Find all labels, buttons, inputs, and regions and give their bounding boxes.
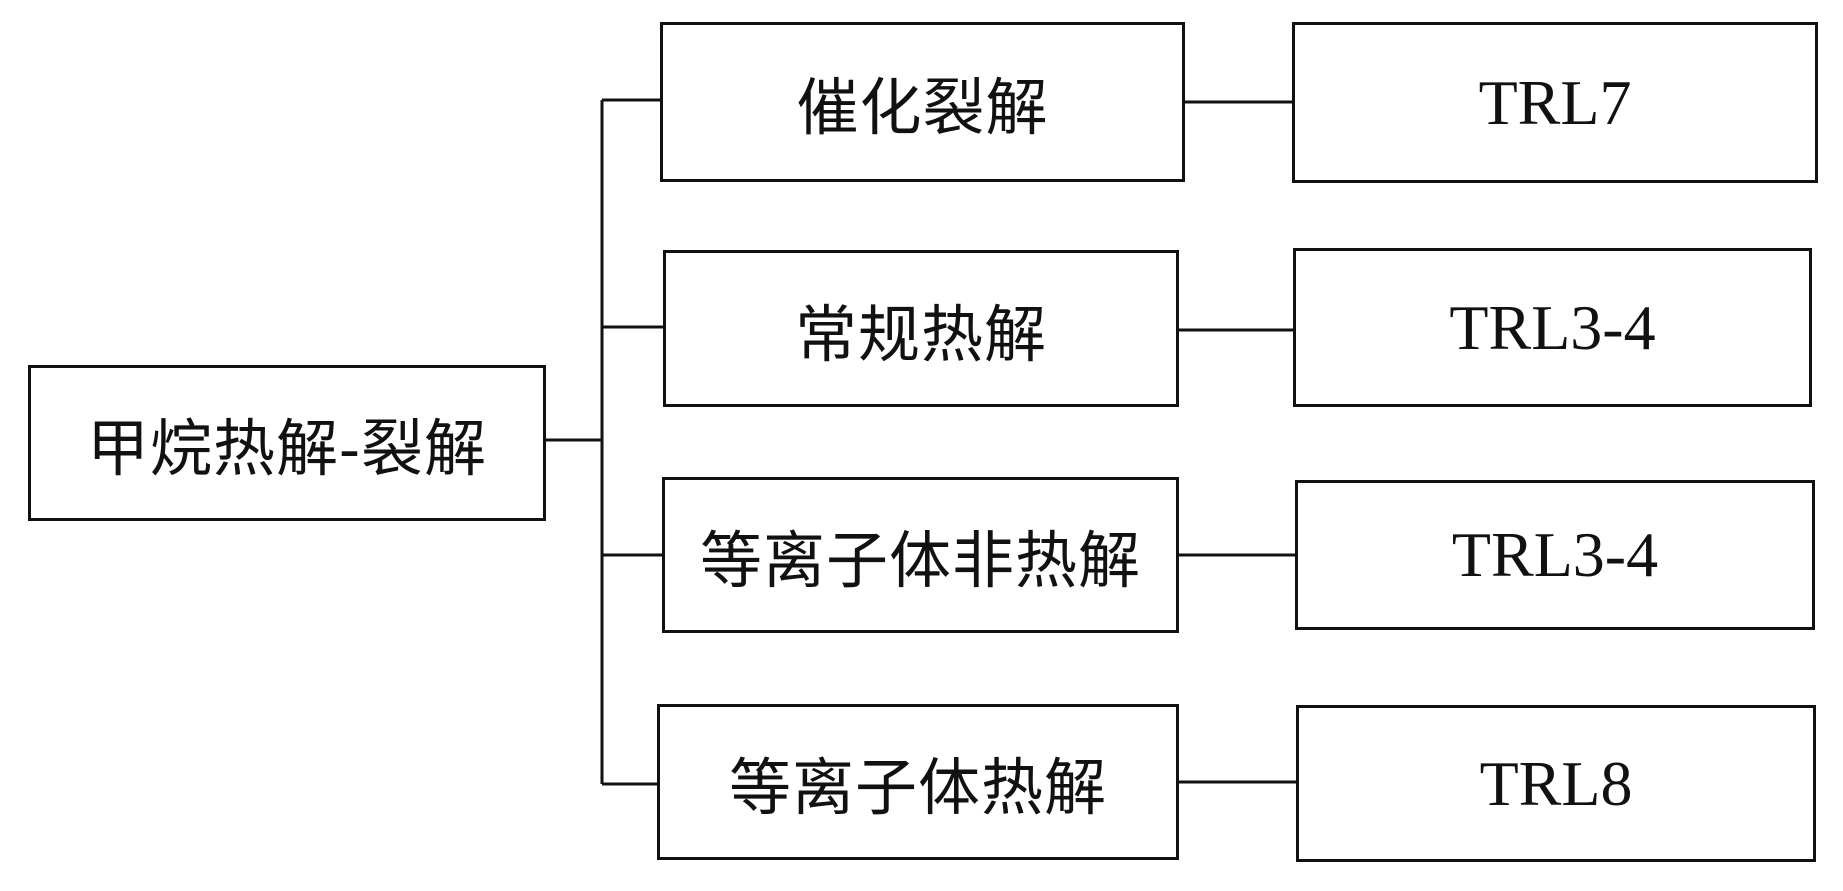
trl-box-1: TRL7 [1292, 22, 1818, 183]
method-box-thermal-plasma: 等离子体热解 [657, 704, 1179, 860]
root-label: 甲烷热解-裂解 [87, 412, 487, 485]
trl-label: TRL8 [1479, 747, 1633, 819]
trl-box-3: TRL3-4 [1295, 480, 1815, 630]
method-label: 等离子体非热解 [699, 524, 1141, 597]
trl-label: TRL7 [1478, 66, 1632, 138]
trl-label: TRL3-4 [1451, 519, 1659, 590]
trl-label: TRL3-4 [1449, 291, 1656, 363]
method-box-catalytic-cracking: 催化裂解 [660, 22, 1185, 182]
method-label: 催化裂解 [796, 71, 1049, 144]
method-label: 等离子体热解 [728, 751, 1107, 824]
root-box: 甲烷热解-裂解 [28, 365, 546, 521]
method-label: 常规热解 [794, 297, 1047, 371]
method-box-nonthermal-plasma: 等离子体非热解 [662, 477, 1179, 633]
trl-box-2: TRL3-4 [1293, 248, 1812, 407]
method-box-conventional-pyrolysis: 常规热解 [663, 250, 1179, 407]
trl-box-4: TRL8 [1296, 705, 1816, 862]
